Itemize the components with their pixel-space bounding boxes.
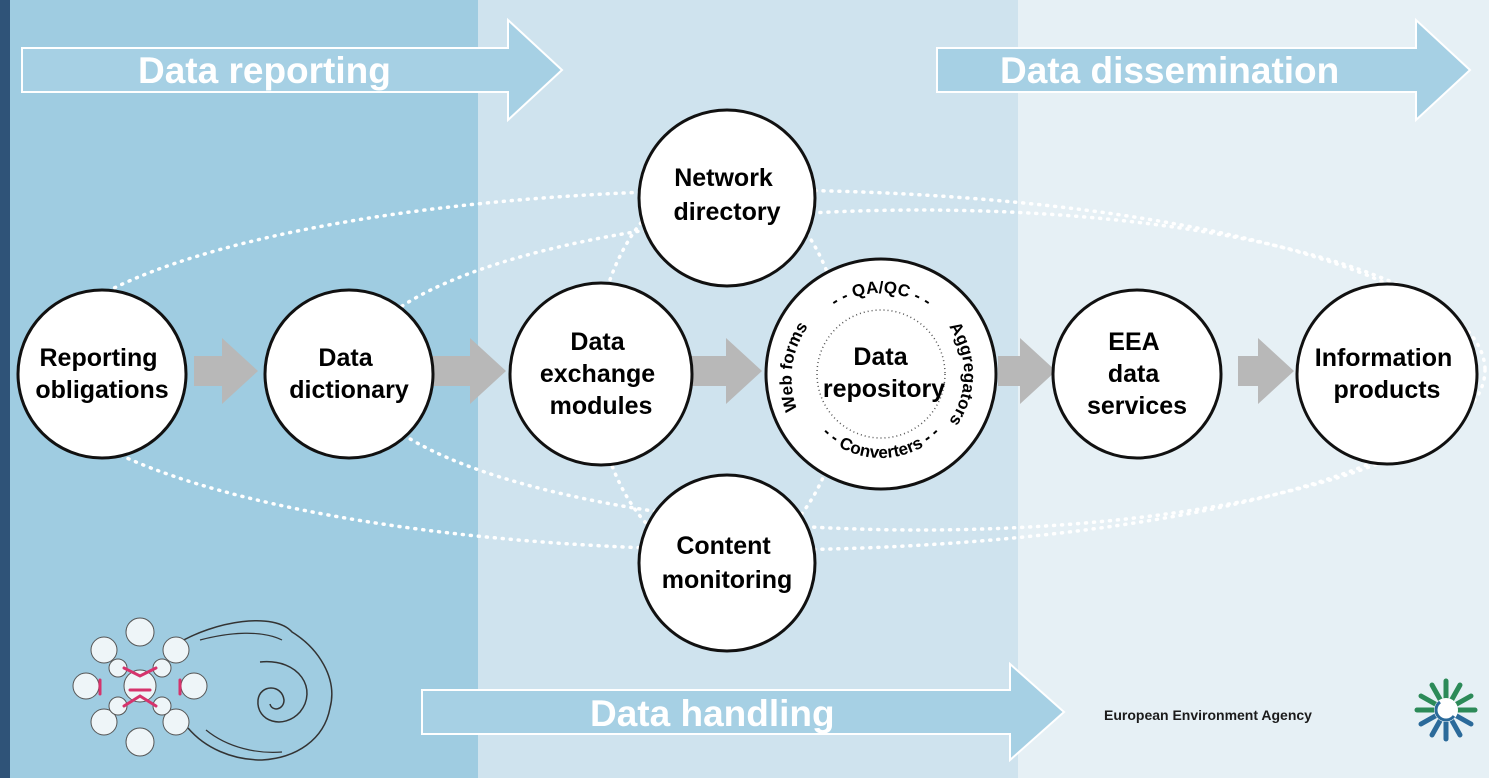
- data-handling-arrow: [421, 661, 1066, 763]
- eea-agency-name: European Environment Agency: [1104, 707, 1312, 723]
- node-reporting-obligations-circle: [16, 288, 188, 460]
- scroll-edge-bottom: [205, 729, 283, 753]
- flow-arrow-3: [690, 338, 762, 404]
- thumb-node: [72, 672, 100, 700]
- thumb-node: [180, 672, 208, 700]
- flow-arrow-5: [1238, 338, 1294, 404]
- node-data-dictionary-circle: [263, 288, 435, 460]
- cycle-thumbnail-illustration: [72, 617, 333, 761]
- scroll-spiral: [257, 661, 308, 723]
- logo-center: [1434, 698, 1458, 722]
- thumb-link: [122, 666, 158, 678]
- node-reporting-obligations-label: Reporting obligations: [35, 344, 168, 404]
- thumb-node: [90, 636, 118, 664]
- data-dissemination-label: Data dissemination: [1000, 50, 1339, 91]
- flow-arrow-2: [432, 338, 506, 404]
- node-network-directory-circle: [637, 108, 817, 288]
- node-content-monitoring-label: Content monitoring: [662, 532, 793, 594]
- thumb-link: [122, 694, 158, 708]
- thumb-node: [162, 636, 190, 664]
- data-reporting-arrow: [21, 17, 564, 123]
- thumb-node-center: [123, 669, 157, 703]
- repository-inner-dotted-ring: [816, 309, 946, 439]
- thumb-node: [90, 708, 118, 736]
- node-data-exchange-modules-circle: [508, 281, 694, 467]
- data-reporting-label: Data reporting: [138, 50, 391, 91]
- node-data-repository-circle: [764, 257, 998, 491]
- thumb-node: [108, 696, 128, 716]
- node-content-monitoring-circle: [637, 473, 817, 653]
- eea-sun-logo-icon: [1414, 678, 1478, 742]
- node-data-repository-label: Data repository: [823, 343, 945, 403]
- thumb-node: [125, 727, 155, 757]
- scroll-outline: [174, 620, 333, 761]
- node-network-directory-label: Network directory: [674, 164, 781, 226]
- thumb-node: [152, 696, 172, 716]
- flow-arrows: [194, 338, 1294, 404]
- data-dissemination-arrow: [936, 17, 1472, 123]
- scroll-edge: [199, 632, 283, 641]
- node-information-products-circle: [1295, 282, 1479, 466]
- node-eea-data-services-circle: [1051, 288, 1223, 460]
- node-data-exchange-modules-label: Data exchange modules: [540, 328, 662, 420]
- thumb-node: [125, 617, 155, 647]
- thumb-node: [162, 708, 190, 736]
- node-information-products-label: Information products: [1315, 344, 1459, 404]
- node-eea-data-services-label: EEA data services: [1087, 328, 1187, 420]
- logo-crescent: [1434, 700, 1456, 722]
- node-data-dictionary-label: Data dictionary: [289, 344, 409, 404]
- flow-arrow-4: [998, 338, 1056, 404]
- data-handling-label: Data handling: [590, 693, 835, 734]
- flow-arrow-1: [194, 338, 258, 404]
